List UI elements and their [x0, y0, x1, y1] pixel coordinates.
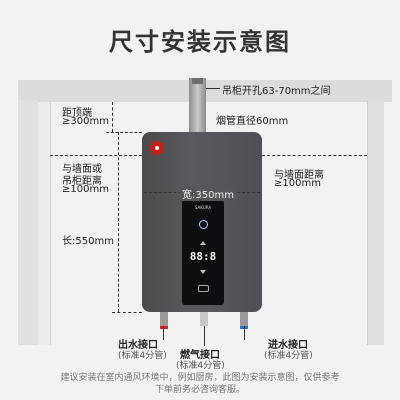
flue-cap	[192, 78, 203, 84]
left-distance-line	[50, 155, 142, 156]
gas-leader	[204, 326, 205, 346]
footnote-line-1: 建议安装在室内通风环境中，例如厨房，此图为安装示意图，仅供参考	[60, 373, 340, 383]
left-wall	[18, 100, 39, 345]
gas-label: 燃气接口	[180, 350, 220, 361]
right-distance-value: ≥100mm	[274, 178, 321, 189]
temperature-display: 88:8	[189, 250, 217, 263]
right-distance-line	[262, 155, 367, 156]
length-dimension-line	[118, 132, 119, 312]
left-distance-label-2: 吊柜距离	[62, 176, 102, 187]
flue-pipe	[189, 78, 206, 138]
logo-center-dot	[155, 146, 159, 150]
water-in-sub: (标准4分管)	[264, 351, 313, 361]
control-panel	[182, 200, 224, 305]
water-in-label: 进水接口	[268, 340, 308, 351]
width-label: 宽:350mm	[180, 186, 236, 201]
power-icon[interactable]	[199, 220, 208, 229]
footnote-line-2: 下单前务必咨询客服。	[154, 385, 245, 395]
flue-diameter-label: 烟管直径60mm	[216, 116, 289, 127]
temp-down-icon[interactable]	[200, 270, 206, 274]
gas-sub: (标准4分管)	[176, 361, 225, 371]
mode-icon[interactable]	[198, 285, 209, 292]
top-distance-guide	[106, 132, 142, 133]
top-distance-label: 距顶端	[62, 108, 92, 119]
water-out-leader	[163, 326, 164, 340]
top-distance-line	[112, 102, 113, 132]
water-in-leader	[244, 326, 245, 340]
gas-inlet-pipe	[200, 312, 208, 326]
left-distance-value: ≥100mm	[62, 184, 109, 195]
footnote: 建议安装在室内通风环境中，例如厨房，此图为安装示意图，仅供参考 下单前务必咨询客…	[0, 372, 400, 396]
brand-text: SAKURA	[194, 205, 212, 210]
right-wall	[367, 100, 384, 345]
wall-cabinet	[38, 102, 51, 345]
right-distance-label: 与墙面距离	[274, 170, 324, 181]
water-out-label: 出水接口	[118, 340, 158, 351]
left-distance-label-1: 与墙面或	[62, 164, 102, 175]
cabinet-hole-leader	[206, 88, 220, 89]
length-label: 长:550mm	[62, 236, 114, 247]
water-outlet-pipe	[160, 312, 168, 329]
cabinet-hole-label: 吊柜开孔63-70mm之间	[222, 86, 331, 97]
temp-up-icon[interactable]	[200, 241, 206, 245]
top-distance-value: ≥300mm	[62, 116, 109, 127]
page-title: 尺寸安装示意图	[109, 28, 291, 56]
water-out-sub: (标准4分管)	[118, 351, 167, 361]
length-bottom-guide	[112, 312, 142, 313]
